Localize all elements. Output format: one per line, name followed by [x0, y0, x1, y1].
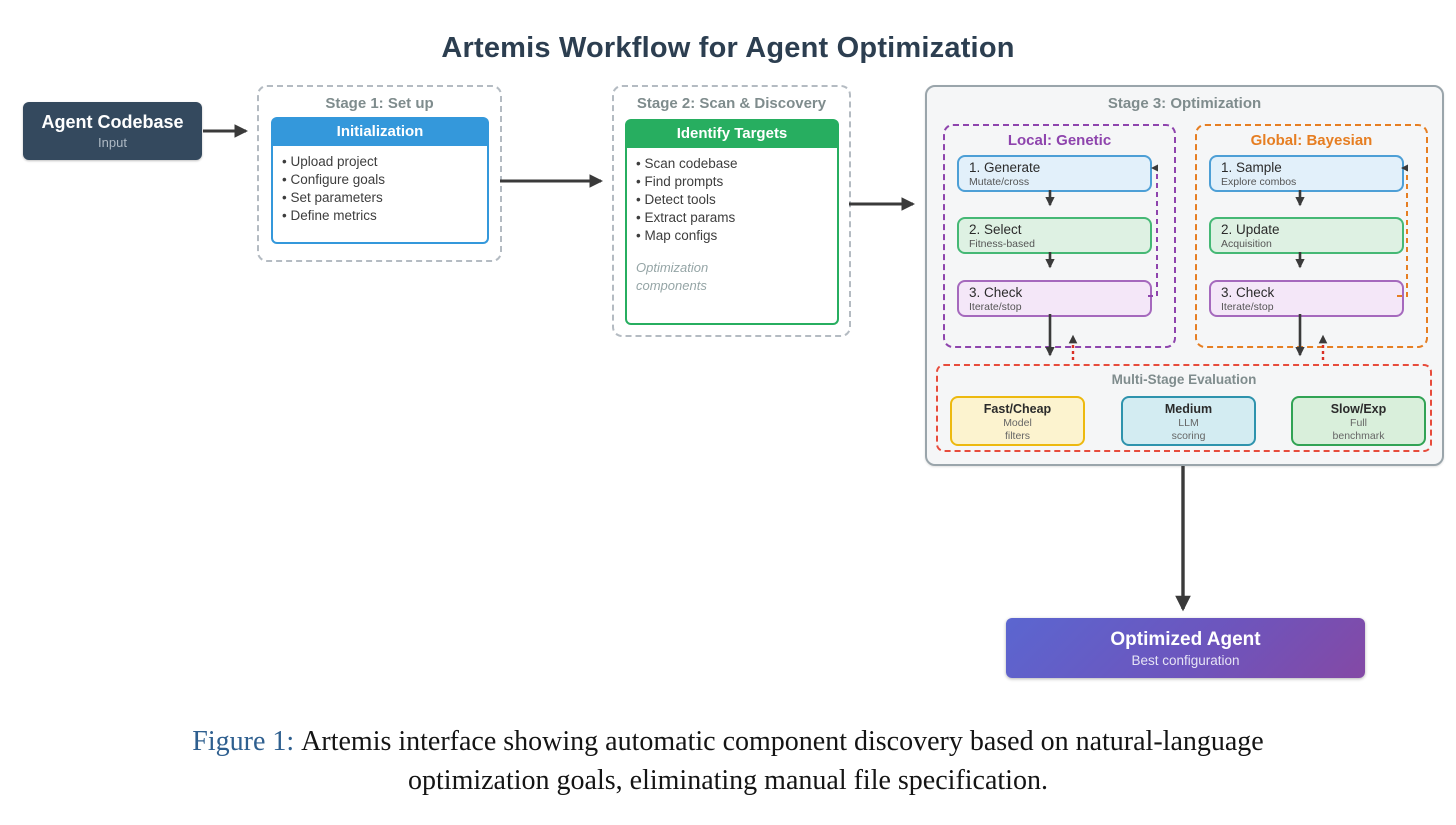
optimized-agent-subtitle: Best configuration	[1131, 652, 1240, 668]
global-step-update: 2. Update Acquisition	[1209, 217, 1404, 254]
eval-card-line: scoring	[1171, 430, 1206, 442]
eval-card-line: Full	[1350, 417, 1367, 429]
identify-targets-card: Identify Targets • Scan codebase • Find p…	[625, 119, 839, 325]
figure-caption: Figure 1: Artemis interface showing auto…	[0, 722, 1456, 800]
bullet-item: • Map configs	[636, 228, 718, 243]
optimization-components-note: Optimization components	[636, 260, 709, 293]
step-subtitle: Mutate/cross	[969, 176, 1030, 188]
eval-card-title: Slow/Exp	[1330, 402, 1387, 416]
bullet-item: • Upload project	[282, 154, 378, 169]
eval-card-line: LLM	[1178, 417, 1199, 429]
stage1-label: Stage 1: Set up	[325, 95, 434, 112]
stage2-label: Stage 2: Scan & Discovery	[636, 95, 827, 112]
caption-text-1: Artemis interface showing automatic comp…	[301, 726, 1264, 757]
step-title: 2. Select	[969, 222, 1022, 237]
bullet-item: • Extract params	[636, 210, 736, 225]
bullet-item: • Define metrics	[282, 208, 377, 223]
bullet-item: • Configure goals	[282, 172, 386, 187]
multi-stage-evaluation-frame: Multi-Stage Evaluation Fast/Cheap Model …	[936, 364, 1432, 452]
figure-number-label: Figure 1:	[192, 726, 295, 757]
agent-codebase-subtitle: Input	[98, 135, 127, 150]
step-subtitle: Acquisition	[1221, 238, 1272, 250]
eval-card-line: filters	[1004, 430, 1031, 442]
stage2-frame: Stage 2: Scan & Discovery Identify Targe…	[612, 85, 851, 337]
global-step-check: 3. Check Iterate/stop	[1209, 280, 1404, 317]
eval-slow-exp-card: Slow/Exp Full benchmark	[1291, 396, 1426, 446]
agent-codebase-title: Agent Codebase	[41, 112, 184, 132]
identify-targets-items: • Scan codebase • Find prompts • Detect to…	[625, 148, 839, 325]
bullet-item: • Find prompts	[636, 174, 724, 189]
eval-card-title: Medium	[1164, 402, 1213, 416]
stage1-frame: Stage 1: Set up Initialization • Upload …	[257, 85, 502, 262]
global-step-sample: 1. Sample Explore combos	[1209, 155, 1404, 192]
step-title: 3. Check	[1221, 285, 1275, 300]
local-step-select: 2. Select Fitness-based	[957, 217, 1152, 254]
global-bayesian-label: Global: Bayesian	[1250, 132, 1373, 149]
local-step-generate: 1. Generate Mutate/cross	[957, 155, 1152, 192]
optimized-agent-node: Optimized Agent Best configuration	[1006, 618, 1365, 678]
step-title: 2. Update	[1221, 222, 1280, 237]
multi-stage-evaluation-label: Multi-Stage Evaluation	[1111, 372, 1257, 387]
step-subtitle: Fitness-based	[969, 238, 1035, 250]
initialization-items: • Upload project • Configure goals • Set p…	[271, 146, 489, 244]
eval-medium-card: Medium LLM scoring	[1121, 396, 1256, 446]
local-genetic-label: Local: Genetic	[1007, 132, 1112, 149]
caption-line2: optimization goals, eliminating manual f…	[408, 765, 1048, 796]
step-title: 3. Check	[969, 285, 1023, 300]
eval-card-line: benchmark	[1332, 430, 1385, 442]
step-subtitle: Iterate/stop	[969, 301, 1022, 313]
bullet-item: • Scan codebase	[636, 156, 738, 171]
stage3-label: Stage 3: Optimization	[1107, 95, 1262, 112]
stage3-frame: Stage 3: Optimization Local: Genetic 1. …	[925, 85, 1444, 466]
eval-card-line: Model	[1003, 417, 1032, 429]
bullet-item: • Detect tools	[636, 192, 716, 207]
initialization-header: Initialization	[271, 117, 489, 146]
local-step-check: 3. Check Iterate/stop	[957, 280, 1152, 317]
step-subtitle: Iterate/stop	[1221, 301, 1274, 313]
step-title: 1. Generate	[969, 160, 1041, 175]
agent-codebase-node: Agent Codebase Input	[23, 102, 202, 160]
local-genetic-frame: Local: Genetic 1. Generate Mutate/cross …	[943, 124, 1176, 348]
identify-targets-header: Identify Targets	[625, 119, 839, 148]
caption-line1: Figure 1: Artemis interface showing auto…	[0, 722, 1456, 761]
step-subtitle: Explore combos	[1221, 176, 1297, 188]
global-bayesian-frame: Global: Bayesian 1. Sample Explore combo…	[1195, 124, 1428, 348]
identify-targets-list: • Scan codebase • Find prompts • Detect to…	[636, 155, 828, 245]
diagram-title: Artemis Workflow for Agent Optimization	[441, 32, 1015, 64]
bullet-item: • Set parameters	[282, 190, 383, 205]
step-title: 1. Sample	[1221, 160, 1282, 175]
initialization-card: Initialization • Upload project • Configu…	[271, 117, 489, 244]
optimized-agent-title: Optimized Agent	[1110, 628, 1261, 650]
eval-card-title: Fast/Cheap	[983, 402, 1052, 416]
eval-fast-cheap-card: Fast/Cheap Model filters	[950, 396, 1085, 446]
